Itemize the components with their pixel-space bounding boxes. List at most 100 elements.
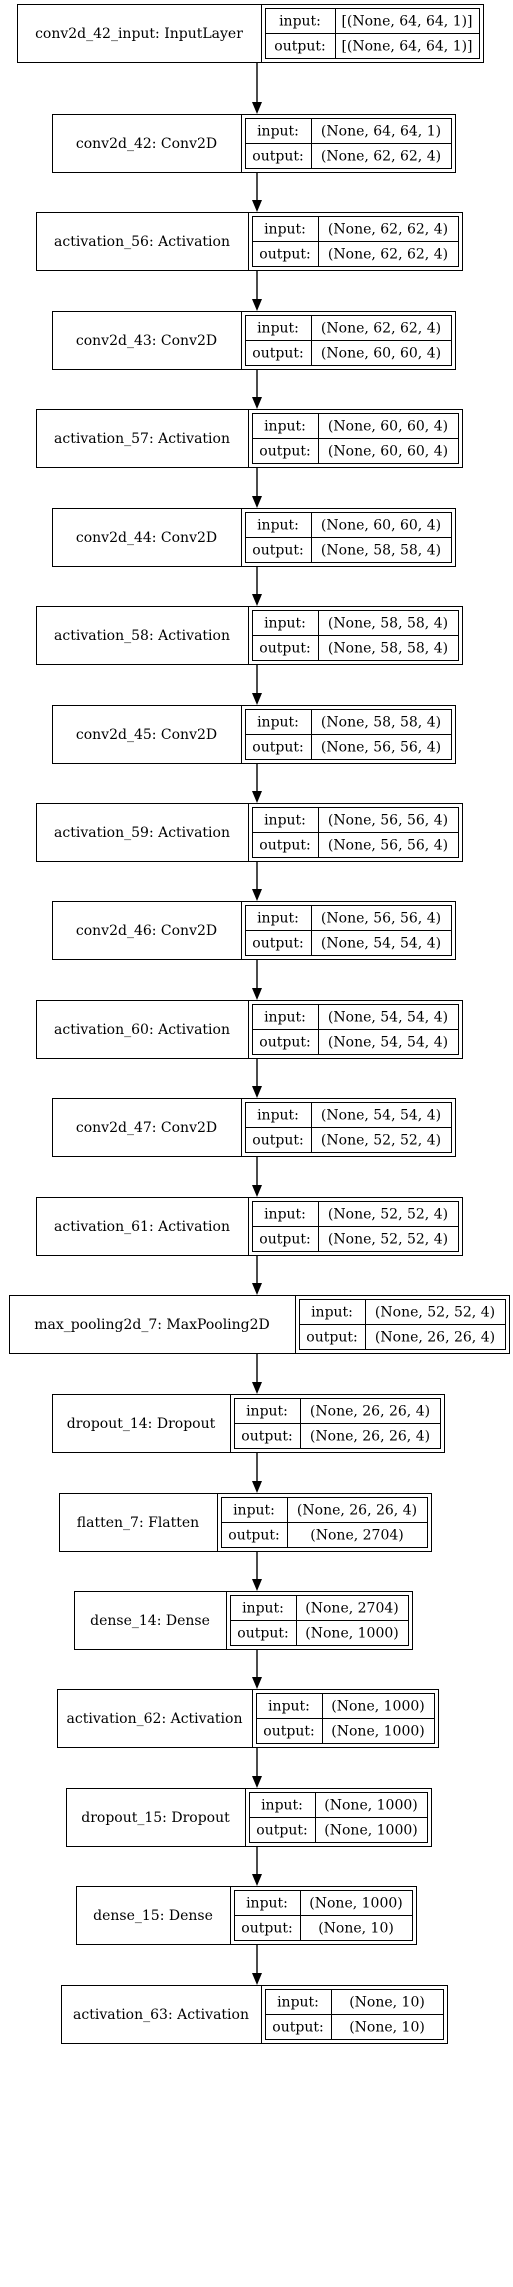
arrowhead-icon (252, 1579, 262, 1591)
edge-arrow (252, 1747, 262, 1788)
edge-arrow (252, 1058, 262, 1098)
layer-name: conv2d_43: Conv2D (76, 333, 217, 349)
layer-node-activation-59: activation_59: Activation input: output: (N… (36, 803, 463, 862)
output-label: output: (259, 247, 310, 263)
layer-node-activation-57: activation_57: Activation input: output: (N… (36, 409, 463, 468)
layer-node-activation-63: activation_63: Activationinput:output:(N… (61, 1985, 448, 2044)
input-shape: (None, 54, 54, 4) (321, 1108, 441, 1124)
layer-name: dense_14: Dense (90, 1613, 210, 1629)
input-shape: (None, 26, 26, 4) (297, 1503, 417, 1519)
layer-name: conv2d_42: Conv2D (76, 136, 217, 152)
arrowhead-icon (252, 693, 262, 705)
layer-name: activation_60: Activation (54, 1022, 230, 1038)
output-label: output: (272, 2020, 323, 2036)
input-label: input: (264, 419, 306, 435)
output-label: output: (252, 149, 303, 165)
output-shape: (None, 54, 54, 4) (321, 936, 441, 952)
output-label: output: (259, 444, 310, 460)
layer-node-activation-60: activation_60: Activationinput:output:(N… (36, 1000, 463, 1059)
arrowhead-icon (252, 889, 262, 901)
input-label: input: (257, 911, 299, 927)
layer-name: activation_56: Activation (54, 234, 230, 250)
layer-name: flatten_7: Flatten (77, 1515, 199, 1531)
output-shape: (None, 26, 26, 4) (310, 1429, 430, 1445)
output-shape: (None, 54, 54, 4) (328, 1035, 448, 1051)
arrowhead-icon (252, 496, 262, 508)
input-label: input: (268, 1699, 310, 1715)
edge-arrow (252, 1156, 262, 1197)
arrowhead-icon (252, 594, 262, 606)
arrowhead-icon (252, 1283, 262, 1295)
output-shape: (None, 56, 56, 4) (328, 838, 448, 854)
output-shape: (None, 1000) (324, 1823, 417, 1839)
input-label: input: (257, 124, 299, 140)
input-shape: (None, 62, 62, 4) (328, 222, 448, 238)
layer-name: conv2d_46: Conv2D (76, 923, 217, 939)
layer-node-activation-61: activation_61: Activationinput:output:(N… (36, 1197, 463, 1256)
output-label: output: (252, 543, 303, 559)
input-shape: (None, 54, 54, 4) (328, 1010, 448, 1026)
arrowhead-icon (252, 1677, 262, 1689)
input-label: input: (246, 1404, 288, 1420)
edge-arrow (252, 1452, 262, 1493)
input-label: input: (311, 1305, 353, 1321)
input-shape: (None, 2704) (305, 1601, 398, 1617)
output-shape: (None, 56, 56, 4) (321, 740, 441, 756)
edge-arrow (252, 172, 262, 212)
edge-arrow (252, 1846, 262, 1886)
layer-name: conv2d_47: Conv2D (76, 1120, 217, 1136)
layer-node-max-pooling2d-7: max_pooling2d_7: MaxPooling2D input: outpu… (9, 1295, 510, 1354)
arrowhead-icon (252, 1481, 262, 1493)
input-shape: (None, 60, 60, 4) (328, 419, 448, 435)
arrowhead-icon (252, 1776, 262, 1788)
output-shape: (None, 62, 62, 4) (328, 247, 448, 263)
output-label: output: (228, 1528, 279, 1544)
input-shape: (None, 10) (349, 1995, 425, 2011)
output-label: output: (237, 1626, 288, 1642)
layer-name: dropout_15: Dropout (81, 1810, 230, 1826)
output-label: output: (252, 346, 303, 362)
edge-arrow (252, 1944, 262, 1985)
input-label: input: (264, 813, 306, 829)
input-label: input: (279, 14, 321, 30)
input-shape: (None, 1000) (324, 1798, 417, 1814)
output-label: output: (306, 1330, 357, 1346)
input-label: input: (264, 222, 306, 238)
layer-name: max_pooling2d_7: MaxPooling2D (34, 1317, 270, 1333)
layer-name: activation_57: Activation (54, 431, 230, 447)
input-shape: (None, 1000) (331, 1699, 424, 1715)
layer-name: activation_58: Activation (54, 628, 230, 644)
output-label: output: (259, 641, 310, 657)
input-label: input: (257, 518, 299, 534)
input-label: input: (242, 1601, 284, 1617)
output-label: output: (241, 1921, 292, 1937)
edge-arrow (252, 270, 262, 311)
output-label: output: (274, 39, 325, 55)
edge-arrow (252, 369, 262, 409)
input-shape: (None, 60, 60, 4) (321, 518, 441, 534)
edge-arrow (252, 62, 262, 114)
output-label: output: (259, 1232, 310, 1248)
edge-arrow (252, 467, 262, 508)
input-shape: (None, 52, 52, 4) (328, 1207, 448, 1223)
layer-node-activation-62: activation_62: Activationinput:output:(N… (57, 1689, 439, 1748)
arrowhead-icon (252, 988, 262, 1000)
arrowhead-icon (252, 791, 262, 803)
input-shape: (None, 58, 58, 4) (328, 616, 448, 632)
arrowhead-icon (252, 1185, 262, 1197)
layer-name: conv2d_44: Conv2D (76, 530, 217, 546)
layer-name: activation_59: Activation (54, 825, 230, 841)
output-label: output: (259, 838, 310, 854)
output-shape: (None, 58, 58, 4) (328, 641, 448, 657)
edge-arrow (252, 1649, 262, 1689)
layer-node-activation-56: activation_56: Activation input: output: (N… (36, 212, 463, 271)
arrowhead-icon (252, 102, 262, 114)
